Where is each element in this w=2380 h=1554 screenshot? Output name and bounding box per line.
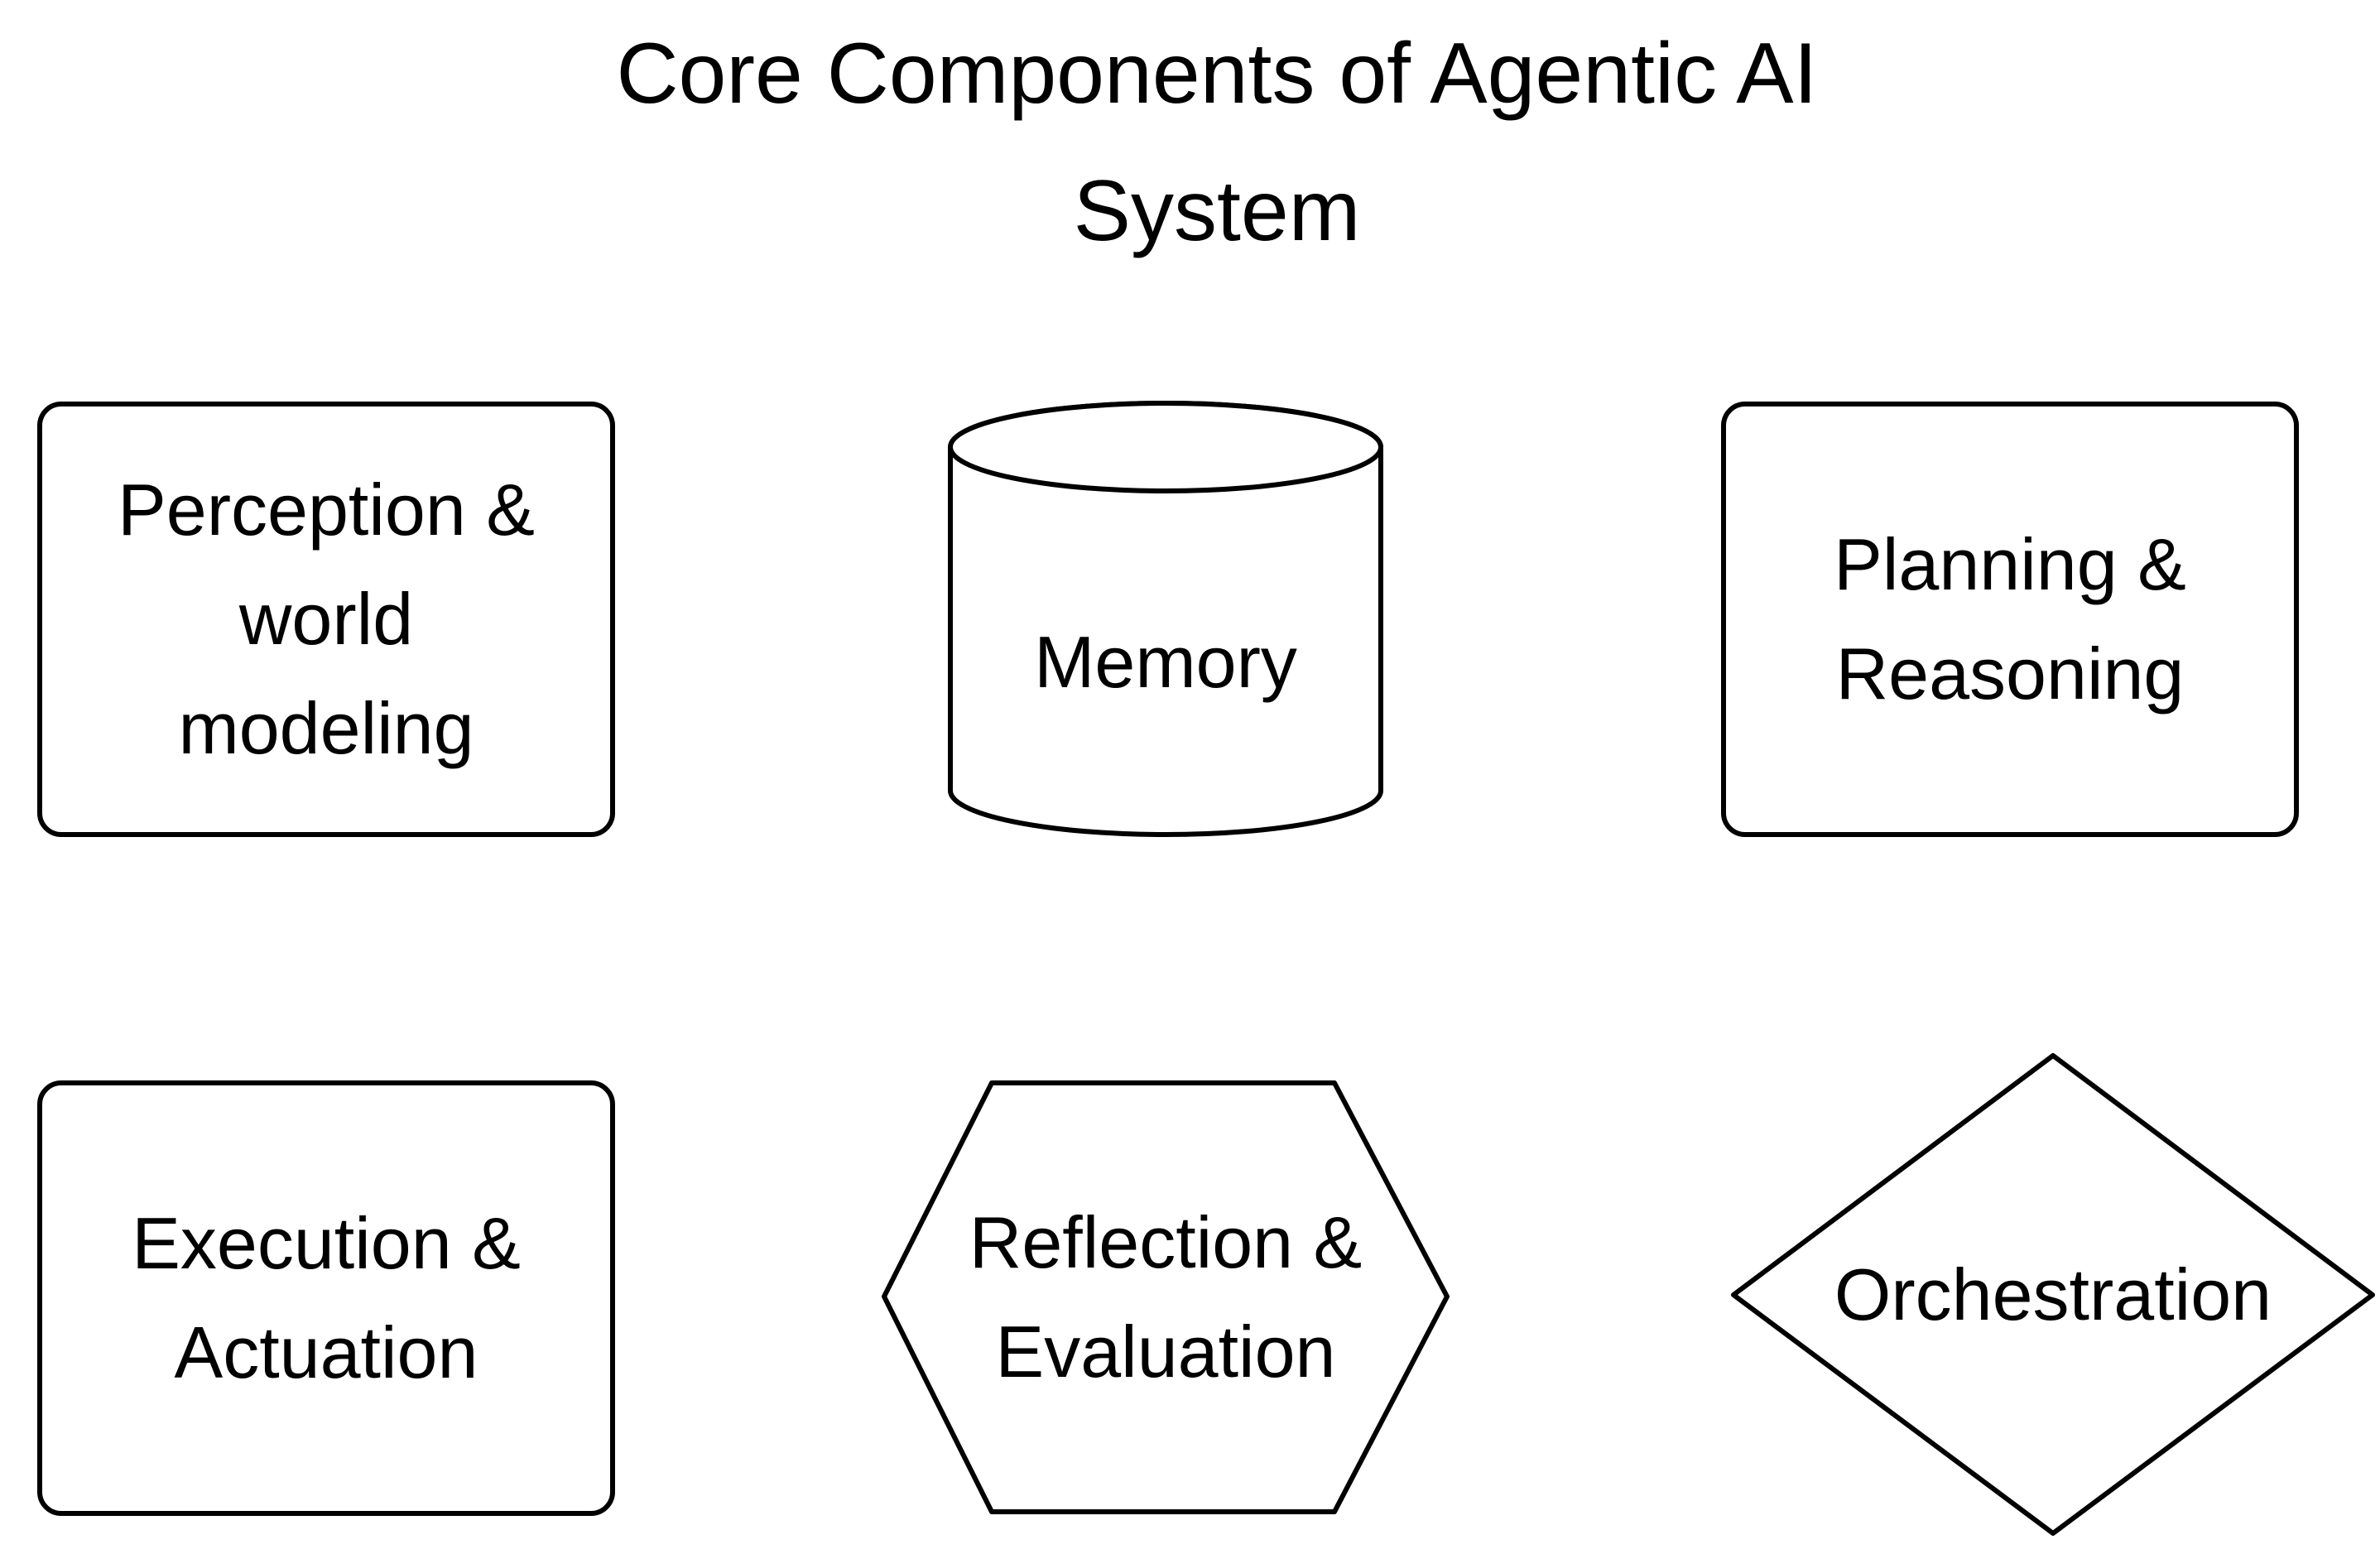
reflection-node-shape[interactable] [882,1080,1450,1514]
perception-label-line: Perception & [118,469,535,551]
orchestration-node-label: Orchestration [1733,1056,2373,1533]
planning-label-line: Reasoning [1835,633,2185,714]
execution-label-line: Actuation [174,1311,478,1393]
memory-cylinder-top [948,401,1383,493]
memory-node-label: Memory [950,447,1381,878]
diagram-title-line-1: Core Components of Agentic AI [616,26,1818,122]
diagram-title-line-2: System [1073,163,1361,259]
execution-node-shape[interactable] [37,1080,615,1516]
planning-node-label: Planning & Reasoning [1724,404,2296,835]
perception-node-label: Perception & world modeling [40,404,613,835]
reflection-label-line: Reflection & [969,1201,1363,1283]
perception-label-line: modeling [178,687,474,769]
execution-node-label: Execution & Actuation [40,1083,613,1513]
perception-label-line: world [238,578,414,660]
planning-node-shape[interactable] [1721,402,2299,837]
reflection-label-line: Evaluation [995,1311,1336,1393]
memory-label-line: Memory [1034,621,1297,703]
planning-label-line: Planning & [1834,523,2186,605]
diagram-title: Core Components of Agentic AI System [0,0,2380,280]
reflection-node-label: Reflection & Evaluation [884,1083,1447,1512]
orchestration-node-shape[interactable] [1731,1053,2375,1536]
execution-label-line: Execution & [132,1202,521,1284]
memory-node-shape[interactable] [948,401,1383,837]
orchestration-label-line: Orchestration [1834,1253,2272,1335]
perception-node-shape[interactable] [37,402,615,837]
